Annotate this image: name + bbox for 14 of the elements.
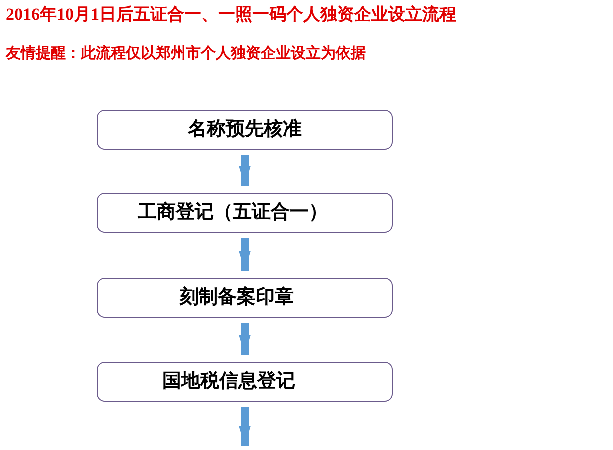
arrow bbox=[239, 155, 251, 186]
step-label: 刻制备案印章 bbox=[180, 285, 294, 310]
process-box bbox=[97, 362, 393, 402]
note: 友情提醒：此流程仅以郑州市个人独资企业设立为依据 bbox=[6, 44, 366, 64]
arrow bbox=[239, 238, 251, 271]
process-box bbox=[97, 193, 393, 233]
step-label: 名称预先核准 bbox=[188, 118, 302, 142]
process-box bbox=[97, 110, 393, 150]
step-label: 国地税信息登记 bbox=[162, 370, 296, 394]
arrow bbox=[239, 323, 251, 355]
step-label: 工商登记（五证合一） bbox=[138, 200, 328, 225]
arrow bbox=[239, 407, 251, 446]
title: 2016年10月1日后五证合一、一照一码个人独资企业设立流程 bbox=[6, 4, 456, 26]
process-box bbox=[97, 278, 393, 318]
